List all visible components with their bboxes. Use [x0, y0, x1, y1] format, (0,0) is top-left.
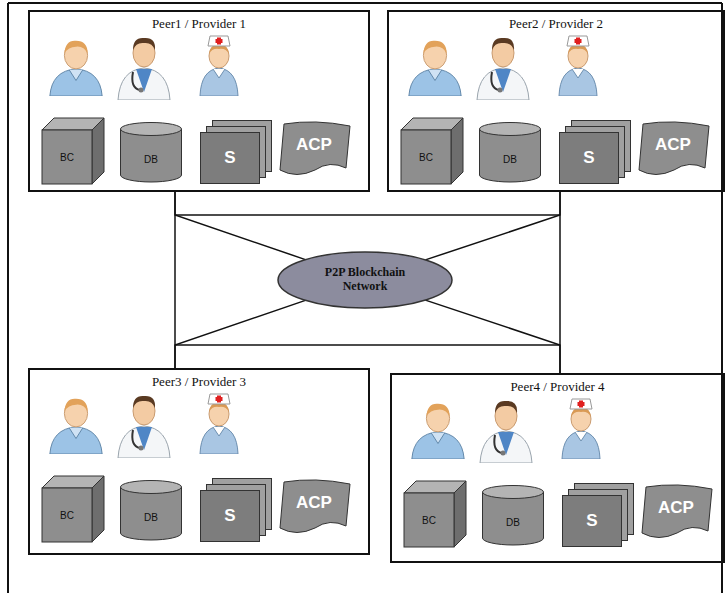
network-line: [175, 214, 560, 216]
cylinder-top: [480, 123, 541, 136]
cube-side: [92, 476, 104, 542]
doc-shape: ACP: [278, 122, 352, 176]
sheet: [560, 133, 619, 184]
stack-outline: [559, 120, 631, 184]
cylinder-body: [121, 129, 182, 182]
peer-title: Peer3 / Provider 3: [30, 374, 368, 390]
network-link: [559, 192, 561, 373]
cube-front: [42, 488, 92, 542]
cube-side: [454, 481, 466, 547]
shape-label: ACP: [280, 482, 348, 524]
peer-title: Peer1 / Provider 1: [30, 16, 368, 32]
stack-outline: [200, 478, 272, 542]
shape-label: S: [562, 495, 622, 547]
provider-box: Peer2 / Provider 2 BC DB S ACP: [387, 10, 725, 192]
cube-side: [451, 118, 463, 184]
shape-label: S: [200, 490, 260, 542]
peer-title: Peer4 / Provider 4: [392, 379, 723, 395]
document-shape: [280, 480, 350, 533]
cylinder-top: [483, 486, 544, 499]
cyl-outline: [479, 122, 541, 182]
shape-label: BC: [42, 130, 92, 184]
network-line: [175, 344, 560, 346]
stack-outline: [200, 120, 272, 184]
shape-label: BC: [42, 488, 92, 542]
shape-label: S: [200, 132, 260, 184]
cyl-shape: DB: [120, 480, 182, 540]
cube-side: [92, 118, 104, 184]
sheet: [201, 491, 260, 542]
stack-shape: S: [562, 483, 634, 547]
document-shape: [280, 122, 350, 175]
stack-shape: S: [559, 120, 631, 184]
provider-box: Peer1 / Provider 1 BC DB S ACP: [28, 10, 370, 192]
doc-shape: ACP: [278, 480, 352, 534]
network-text: P2P Blockchain Network: [307, 266, 423, 294]
shape-label: ACP: [280, 124, 348, 166]
cube-outline: [401, 118, 463, 184]
cylinder-body: [480, 129, 541, 182]
network-ellipse: P2P Blockchain Network: [277, 251, 453, 309]
shape-label: DB: [120, 136, 182, 182]
network-link: [174, 192, 176, 368]
cube-outline: [42, 118, 104, 184]
cyl-outline: [120, 480, 182, 540]
shape-label: BC: [401, 130, 451, 184]
cylinder-top: [121, 481, 182, 494]
doc-shape: ACP: [640, 485, 714, 539]
cylinder-top: [121, 123, 182, 136]
network-link: [425, 300, 560, 373]
people-icons: [50, 36, 600, 463]
cube-front: [42, 130, 92, 184]
cube-shape: BC: [404, 481, 466, 547]
stack-shape: S: [200, 120, 272, 184]
shape-label: DB: [482, 499, 544, 545]
cube-shape: BC: [401, 118, 463, 184]
stack-outline: [562, 483, 634, 547]
peer-title: Peer2 / Provider 2: [389, 16, 723, 32]
cube-shape: BC: [42, 118, 104, 184]
cube-front: [404, 493, 454, 547]
cylinder-body: [483, 492, 544, 545]
network-link: [425, 192, 560, 260]
cube-shape: BC: [42, 476, 104, 542]
document-shape: [639, 122, 709, 175]
cube-front: [401, 130, 451, 184]
cube-outline: [404, 481, 466, 547]
frame-line: [8, 2, 722, 4]
document-shape: [642, 485, 712, 538]
shape-label: BC: [404, 493, 454, 547]
shape-label: ACP: [639, 124, 707, 166]
cyl-outline: [482, 485, 544, 545]
stack-shape: S: [200, 478, 272, 542]
network-link: [175, 192, 305, 260]
sheet: [563, 496, 622, 547]
sheet: [201, 133, 260, 184]
cyl-shape: DB: [479, 122, 541, 182]
cyl-outline: [120, 122, 182, 182]
ellipse-shape: [278, 252, 452, 308]
cylinder-body: [121, 487, 182, 540]
cyl-shape: DB: [482, 485, 544, 545]
doc-shape: ACP: [637, 122, 711, 176]
shape-label: S: [559, 132, 619, 184]
provider-box: Peer4 / Provider 4 BC DB S ACP: [390, 373, 725, 563]
cyl-shape: DB: [120, 122, 182, 182]
frame-line: [7, 3, 9, 593]
network-label: P2P Blockchain Network: [307, 251, 423, 309]
shape-label: DB: [479, 136, 541, 182]
shape-label: DB: [120, 494, 182, 540]
cube-outline: [42, 476, 104, 542]
provider-box: Peer3 / Provider 3 BC DB S ACP: [28, 368, 370, 555]
frame-line: [721, 3, 723, 593]
network-link: [175, 300, 305, 368]
shape-label: ACP: [642, 487, 710, 529]
